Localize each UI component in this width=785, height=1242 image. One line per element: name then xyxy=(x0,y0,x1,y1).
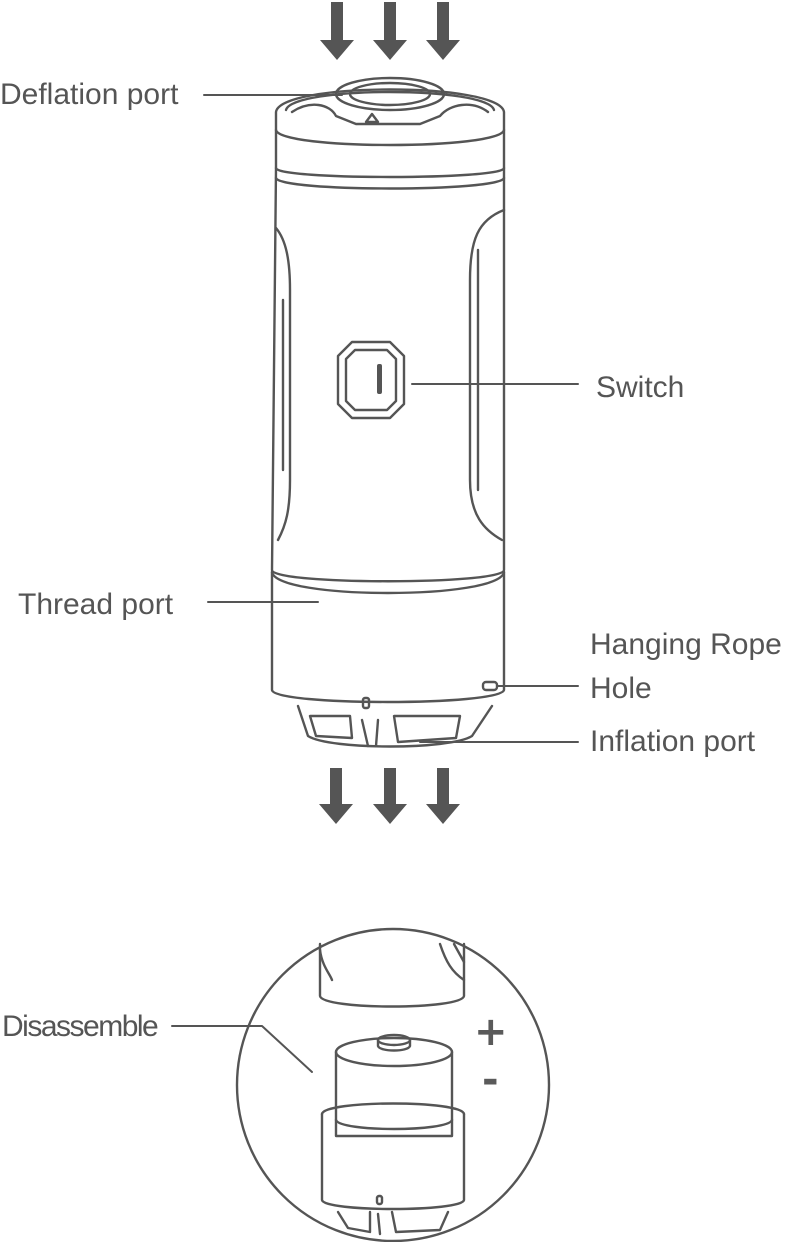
main-body xyxy=(270,166,506,583)
bottom-arrows xyxy=(319,768,460,824)
label-thread-port: Thread port xyxy=(18,588,174,621)
arrow-down-icon xyxy=(373,768,407,824)
top-cap xyxy=(274,88,506,179)
top-arrows xyxy=(320,2,460,60)
inset-lower-base xyxy=(320,1112,466,1211)
battery-plus-sign: + xyxy=(474,1009,508,1055)
battery xyxy=(334,1050,454,1138)
right-grip xyxy=(468,208,506,542)
thread-port-band xyxy=(270,570,506,595)
lower-base xyxy=(270,570,506,704)
label-hanging-rope-hole-line1: Hanging Rope xyxy=(590,628,782,661)
inflation-port-base xyxy=(296,704,494,748)
label-hanging-rope-hole-line2: Hole xyxy=(590,672,652,705)
label-deflation-port: Deflation port xyxy=(0,78,179,111)
hanging-rope-hole xyxy=(481,680,499,692)
arrow-down-icon xyxy=(373,2,407,60)
arrow-down-icon xyxy=(426,768,460,824)
small-slot xyxy=(361,696,371,710)
switch-button[interactable] xyxy=(336,340,406,420)
left-grip xyxy=(274,226,292,542)
label-disassemble: Disassemble xyxy=(2,1010,159,1043)
inset-circle xyxy=(235,927,551,1242)
disassemble-inset xyxy=(235,927,551,1242)
label-inflation-port: Inflation port xyxy=(590,725,756,758)
arrow-down-icon xyxy=(426,2,460,60)
pump-body xyxy=(270,76,506,748)
label-switch: Switch xyxy=(596,371,685,404)
leader-disassemble xyxy=(171,1025,313,1073)
leader-lines xyxy=(171,94,579,1073)
arrow-down-icon xyxy=(320,2,354,60)
battery-minus-sign: - xyxy=(482,1057,499,1103)
arrow-down-icon xyxy=(319,768,353,824)
